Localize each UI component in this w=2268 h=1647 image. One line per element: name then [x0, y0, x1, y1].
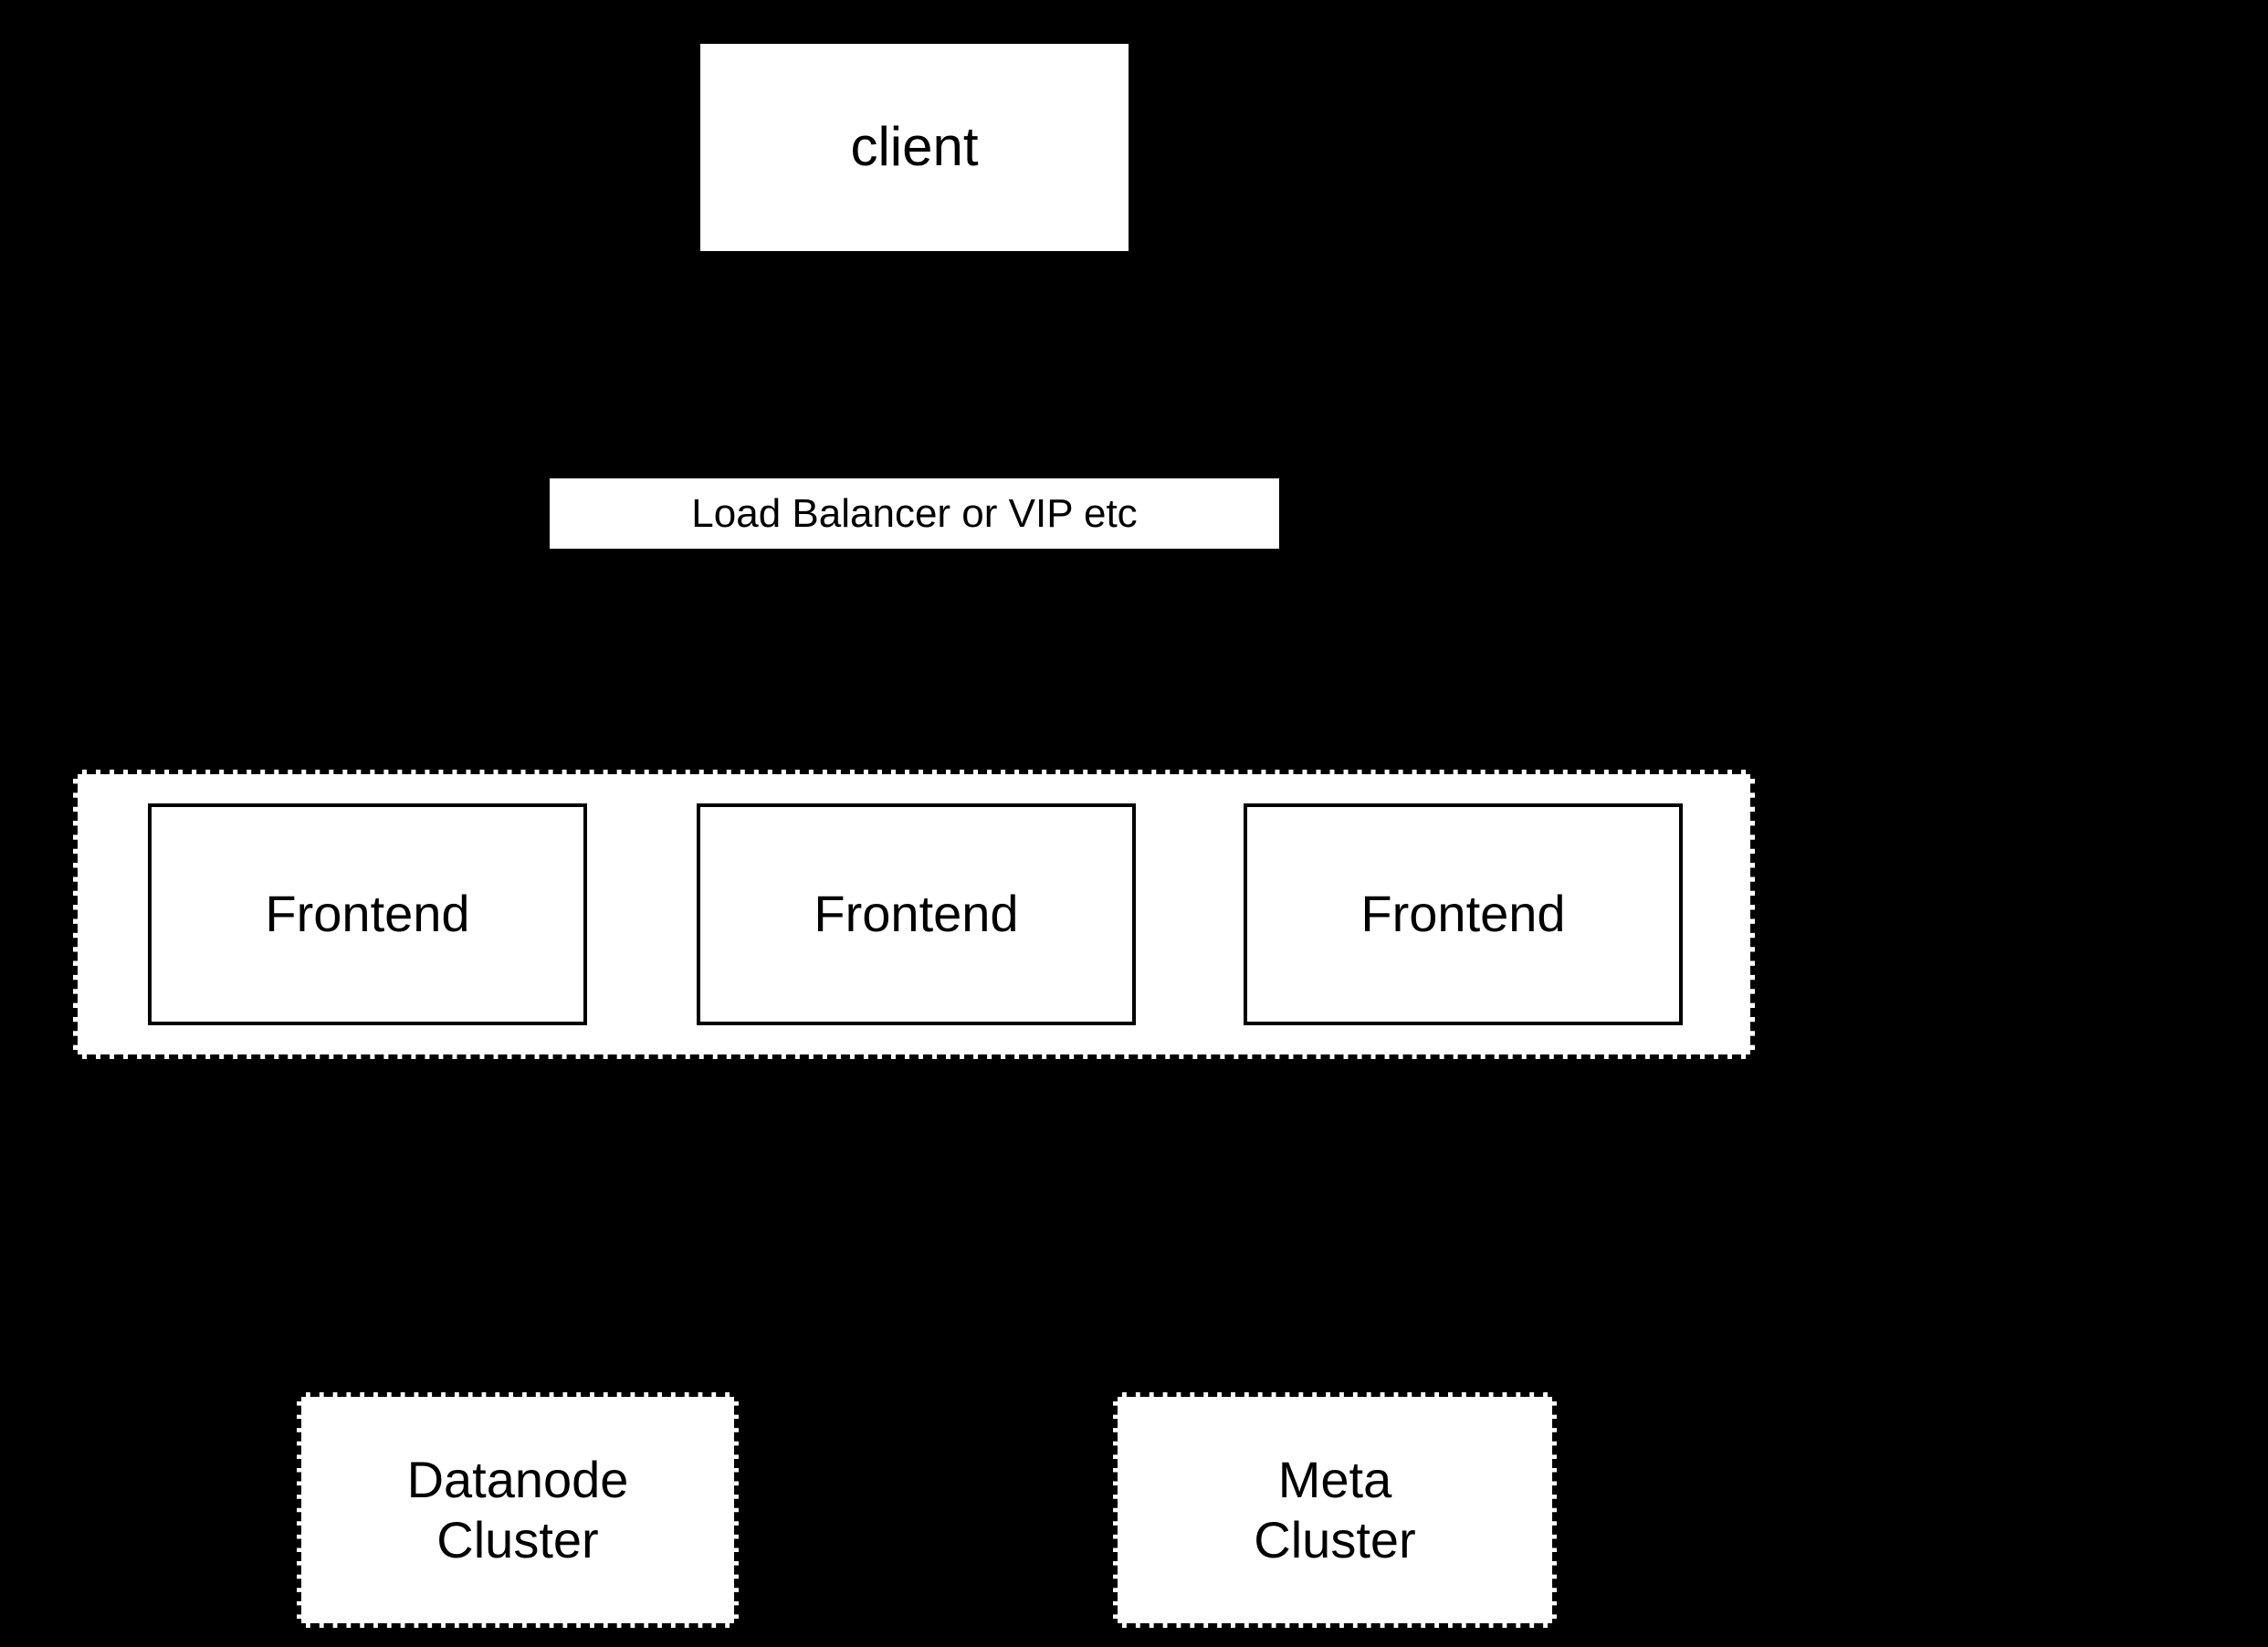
node-frontend-1[interactable]: Frontend — [148, 803, 587, 1025]
node-client-label: client — [850, 116, 979, 178]
node-frontend-2[interactable]: Frontend — [697, 803, 1136, 1025]
node-meta-cluster[interactable]: Meta Cluster — [1113, 1392, 1557, 1628]
node-client[interactable]: client — [697, 40, 1132, 255]
node-frontend-3[interactable]: Frontend — [1244, 803, 1683, 1025]
node-meta-cluster-label: Meta Cluster — [1254, 1450, 1416, 1568]
node-datanode-cluster[interactable]: Datanode Cluster — [297, 1392, 739, 1628]
node-load-balancer[interactable]: Load Balancer or VIP etc — [550, 478, 1279, 549]
node-load-balancer-label: Load Balancer or VIP etc — [691, 490, 1138, 536]
node-datanode-cluster-label: Datanode Cluster — [406, 1450, 629, 1568]
node-frontend-2-label: Frontend — [814, 885, 1019, 943]
node-frontend-1-label: Frontend — [265, 885, 470, 943]
node-frontend-3-label: Frontend — [1360, 885, 1566, 943]
